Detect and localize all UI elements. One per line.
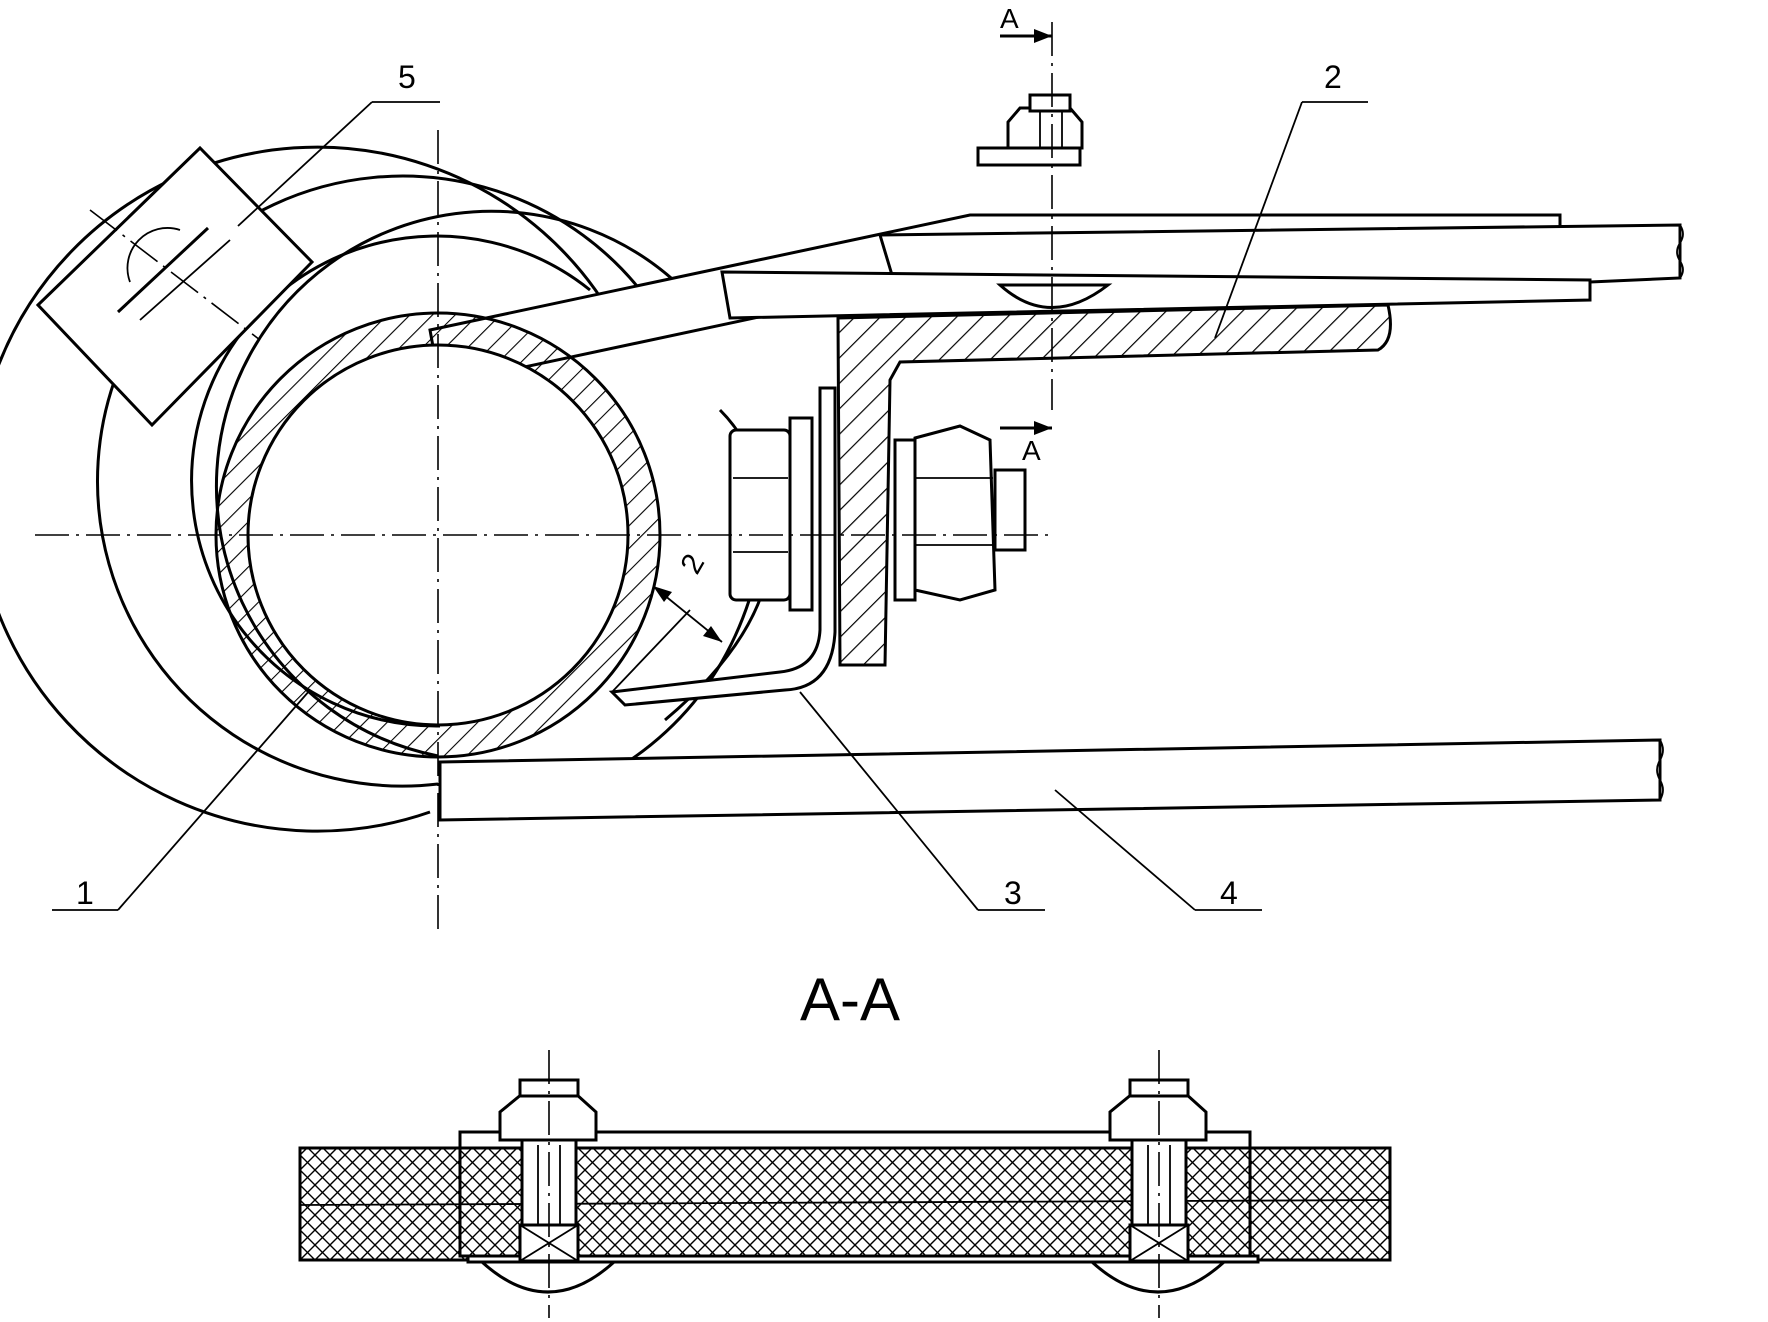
- main-view: 2 A A 1 2 3: [0, 3, 1684, 930]
- callout-5: 5: [237, 59, 440, 227]
- section-mark-label: A: [1000, 3, 1019, 34]
- angle-bracket: [836, 303, 1392, 667]
- callout-2: 2: [1214, 59, 1368, 339]
- bolt-assembly: [728, 416, 1027, 612]
- section-view: [298, 1050, 1392, 1318]
- callout-4: 4: [1054, 789, 1262, 911]
- callout-label: 2: [1324, 59, 1342, 95]
- section-mark-top: A: [1000, 3, 1052, 43]
- center-lines: [35, 22, 1053, 930]
- callout-label: 4: [1220, 875, 1238, 911]
- callout-3: 3: [799, 691, 1045, 911]
- section-title: A-A: [800, 966, 900, 1033]
- bottom-bar: [438, 738, 1664, 822]
- section-mark-label: A: [1022, 435, 1041, 466]
- clearance-label: 2: [674, 549, 711, 580]
- top-bolt: [976, 93, 1113, 309]
- clamp: [35, 145, 315, 428]
- top-lever: [428, 213, 1684, 387]
- callout-label: 1: [76, 875, 94, 911]
- section-mark-bottom: A: [1000, 421, 1052, 466]
- section-bolt-right: [1088, 1050, 1228, 1318]
- flat-plate: [720, 270, 1592, 320]
- callout-label: 3: [1004, 875, 1022, 911]
- z-bracket: [608, 386, 837, 707]
- callout-1: 1: [52, 689, 311, 911]
- callout-label: 5: [398, 59, 416, 95]
- section-bolt-left: [478, 1050, 618, 1318]
- clearance-dimension: 2: [652, 549, 723, 643]
